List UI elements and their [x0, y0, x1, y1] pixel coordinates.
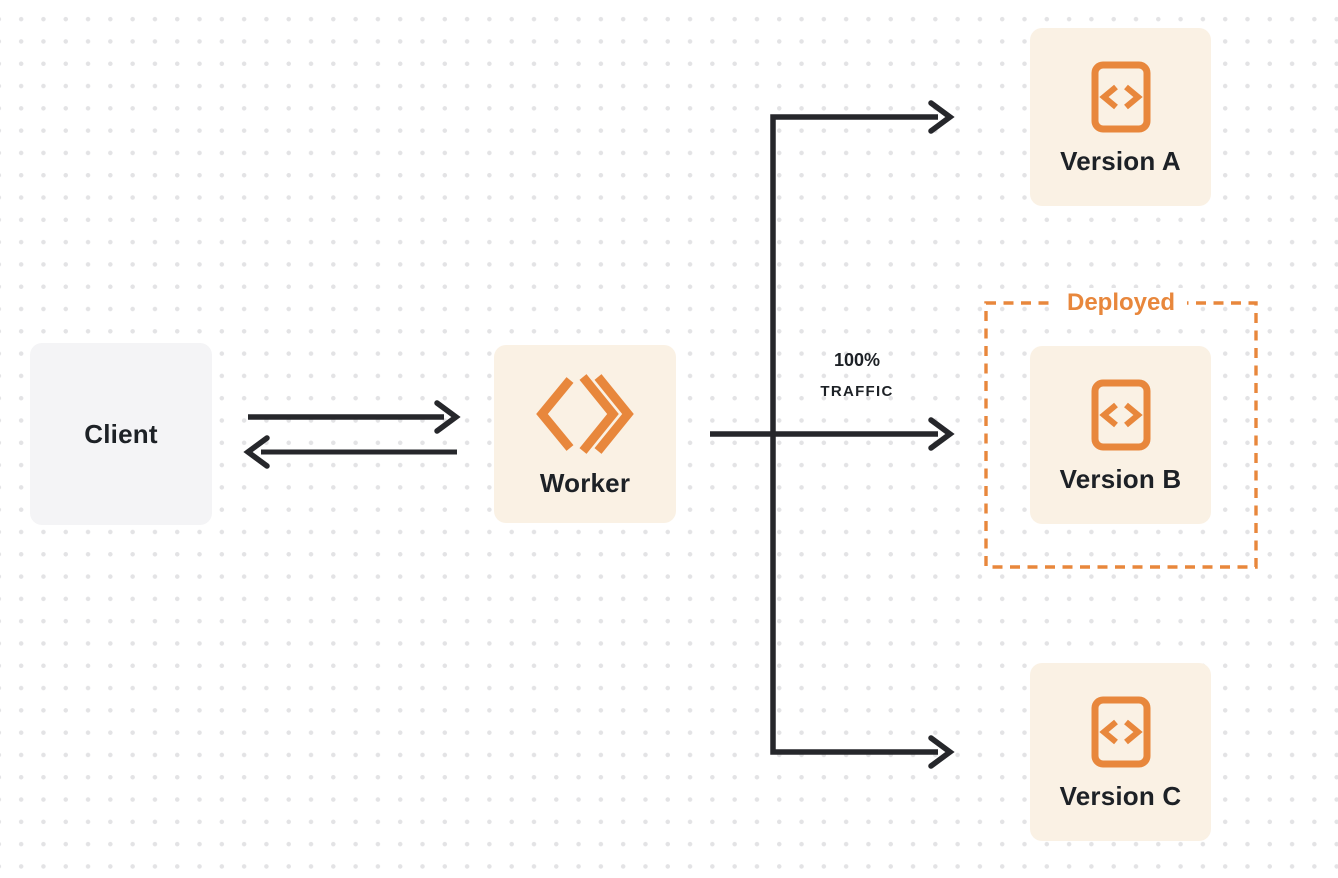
version-a-node: Version A	[1030, 28, 1211, 206]
worker-node: Worker	[494, 345, 676, 523]
deployed-badge: Deployed	[1054, 288, 1188, 318]
traffic-text: TRAFFIC	[820, 383, 894, 400]
worker-to-client-arrow	[243, 435, 457, 469]
code-file-icon	[1091, 379, 1151, 451]
version-b-label: Version B	[1059, 463, 1182, 494]
version-c-node: Version C	[1030, 663, 1211, 841]
worker-to-version-b-connector	[710, 417, 955, 451]
deployed-boundary	[984, 301, 1258, 569]
traffic-annotation: 100% TRAFFIC	[772, 351, 942, 399]
arrowhead-version-a-icon	[928, 100, 955, 134]
client-node: Client	[30, 343, 212, 525]
traffic-percent-text: 100%	[833, 350, 881, 370]
cloudflare-workers-logo-icon	[536, 373, 634, 455]
arrowhead-right-icon	[434, 400, 461, 434]
version-a-label: Version A	[1060, 145, 1181, 176]
arrowhead-left-icon	[243, 435, 270, 469]
code-file-icon	[1091, 61, 1151, 133]
code-file-icon	[1091, 696, 1151, 768]
arrowhead-version-b-icon	[928, 417, 955, 451]
arrowhead-version-c-icon	[928, 735, 955, 769]
client-label: Client	[84, 419, 158, 449]
version-c-label: Version C	[1059, 780, 1182, 811]
version-b-node: Version B	[1030, 346, 1211, 524]
worker-label: Worker	[539, 467, 631, 498]
client-to-worker-arrow	[248, 400, 461, 434]
